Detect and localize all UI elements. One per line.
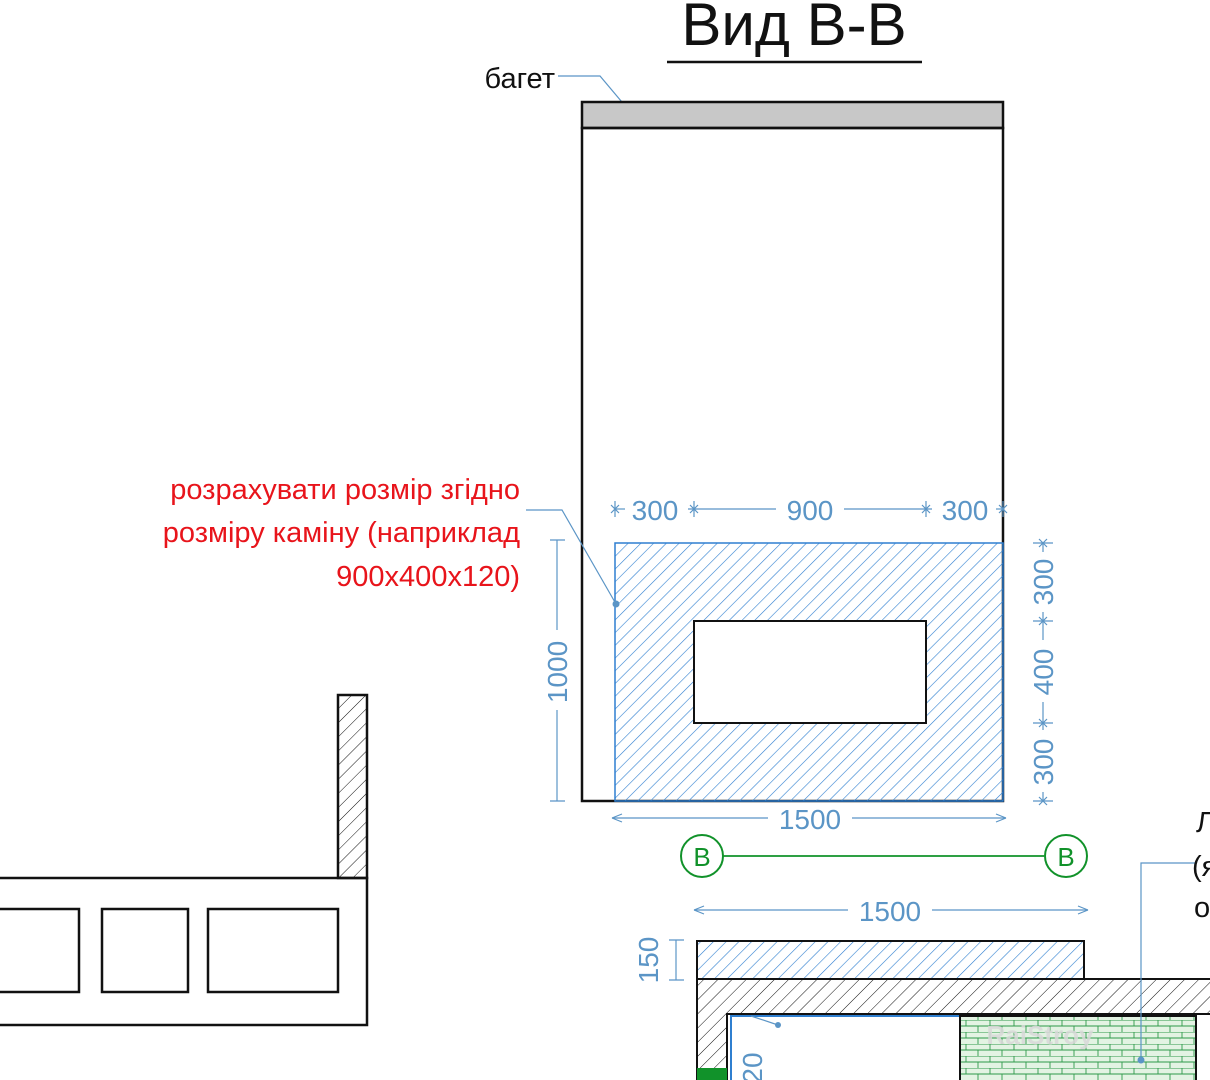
note-leader-dot [612, 600, 620, 608]
section-marker-left-label: В [693, 842, 710, 872]
baguette-strip [580, 100, 1005, 130]
section-marker-right-label: В [1057, 842, 1074, 872]
section-marker-right [1044, 834, 1088, 878]
left-height-dimension [550, 539, 565, 802]
left-wall-stub [336, 693, 369, 880]
right-dimension-chain [1033, 538, 1053, 806]
dim-right-bottom: 300 [1028, 739, 1059, 786]
dim-plan-depth: 150 [633, 937, 664, 984]
baguette-label: багет [485, 63, 555, 95]
note-line-1: розрахувати розмір згідно [170, 474, 520, 506]
left-window-pane-1 [0, 907, 81, 994]
plan-depth-dimension [669, 939, 684, 981]
dim-plan-width: 1500 [859, 896, 921, 927]
section-marker-left [680, 834, 724, 878]
dim-top-left: 300 [632, 495, 679, 526]
view-title: Вид В-В [681, 0, 906, 58]
plan-brick-tile [959, 1015, 1197, 1080]
dim-left-height: 1000 [542, 641, 573, 703]
dim-plan-partial: 20 [737, 1052, 768, 1080]
note-line-3: 900x400x120) [336, 561, 520, 593]
left-window-frame [0, 876, 369, 1027]
bottom-width-dimension [611, 813, 1007, 823]
right-note-line-3: о [1194, 892, 1210, 924]
dim-bottom-width: 1500 [779, 804, 841, 835]
right-note-line-2: (я [1192, 851, 1210, 883]
note-line-2: розміру каміну (наприклад [163, 517, 520, 549]
dim-top-right: 300 [942, 495, 989, 526]
plan-green-block [697, 1068, 727, 1080]
note-leader [526, 509, 617, 605]
plan-portal-hatch [696, 940, 1085, 980]
plan-inner-leader [750, 1015, 779, 1026]
right-note-line-1: Л [1196, 807, 1210, 839]
dim-right-top: 300 [1028, 559, 1059, 606]
fireplace-opening [693, 620, 927, 724]
plan-width-dimension [693, 905, 1089, 915]
right-note-leader [1140, 862, 1196, 1060]
watermark: RaiStroy [987, 1020, 1094, 1050]
left-window-pane-2 [100, 907, 190, 994]
top-dimension-chain [610, 501, 1008, 517]
plan-wall-hatch [696, 978, 1210, 1080]
dim-right-middle: 400 [1028, 649, 1059, 696]
dim-top-center: 900 [787, 495, 834, 526]
right-note-leader-dot [1137, 1056, 1145, 1064]
left-window-pane-3 [206, 907, 340, 994]
